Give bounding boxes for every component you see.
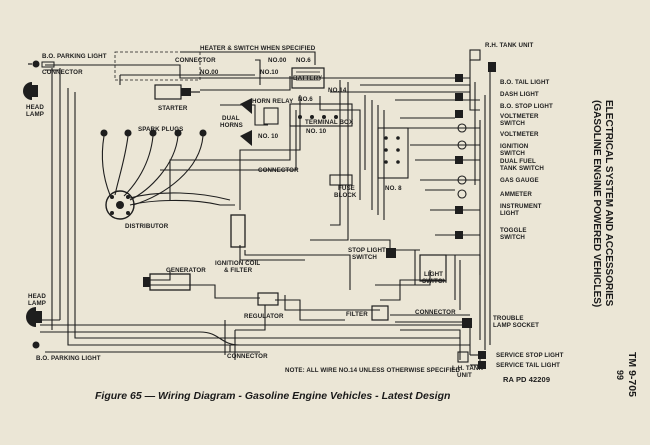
filter xyxy=(371,305,389,321)
label-ammeter: AMMETER xyxy=(500,191,532,198)
head-lamp-top xyxy=(23,82,38,100)
label-bo-parking-top: B.O. PARKING LIGHT xyxy=(42,53,107,60)
bo-parking-light-top xyxy=(28,60,40,68)
light-switch xyxy=(419,254,447,282)
side-page-number: 99 xyxy=(615,370,625,381)
label-no10-top: NO.10 xyxy=(260,69,279,76)
wiring-harness xyxy=(40,51,491,366)
side-tm-number: TM 9-705 xyxy=(626,352,638,397)
label-no6-mid: NO.6 xyxy=(298,96,313,103)
label-trouble-b: LAMP SOCKET xyxy=(493,322,539,329)
label-stop-light-b: SWITCH xyxy=(352,254,377,261)
label-no00-a: NO.00 xyxy=(268,57,287,64)
label-head-lamp-top-b: LAMP xyxy=(26,111,44,118)
label-head-lamp-bot-a: HEAD xyxy=(28,293,46,300)
label-note: NOTE: ALL WIRE NO.14 UNLESS OTHERWISE SP… xyxy=(285,367,461,374)
figure-caption: Figure 65 — Wiring Diagram - Gasoline En… xyxy=(95,390,451,402)
label-dual-fuel-a: DUAL FUEL xyxy=(500,158,536,165)
label-instrument-a: INSTRUMENT xyxy=(500,203,542,210)
label-instrument-b: LIGHT xyxy=(500,210,519,217)
label-no00-b: NO.00 xyxy=(200,69,219,76)
dual-horns xyxy=(240,98,252,146)
label-voltmeter: VOLTMETER xyxy=(500,131,539,138)
terminal-box xyxy=(289,103,353,127)
label-connector-right: CONNECTOR xyxy=(415,309,456,316)
label-fuse-a: FUSE xyxy=(338,185,355,192)
label-rh-tank: R.H. TANK UNIT xyxy=(485,42,533,49)
label-terminal-box: TERMINAL BOX xyxy=(305,119,354,126)
label-dash: DASH LIGHT xyxy=(500,91,539,98)
heater-switch-box xyxy=(114,51,201,81)
label-lh-tank-b: UNIT xyxy=(457,372,472,379)
junction-block xyxy=(377,127,409,179)
head-lamp-bottom xyxy=(26,307,42,327)
ignition-coil xyxy=(230,214,246,248)
stop-light-switch xyxy=(386,248,396,258)
label-no8: NO. 8 xyxy=(385,185,402,192)
fuse-block xyxy=(329,174,353,186)
label-distributor: DISTRIBUTOR xyxy=(125,223,169,230)
label-connector-bottom: CONNECTOR xyxy=(227,353,268,360)
label-horn-relay: HORN RELAY xyxy=(252,98,294,105)
label-service-tail: SERVICE TAIL LIGHT xyxy=(496,362,560,369)
label-dual-a: DUAL xyxy=(222,115,240,122)
label-connector-top-left: CONNECTOR xyxy=(42,69,83,76)
label-toggle-a: TOGGLE xyxy=(500,227,527,234)
label-connector-top: CONNECTOR xyxy=(175,57,216,64)
bo-parking-light-bottom xyxy=(32,341,40,349)
side-title-line1: ELECTRICAL SYSTEM AND ACCESSORIES xyxy=(603,100,614,307)
connector-top-left xyxy=(41,61,55,68)
label-no10-mid: NO. 10 xyxy=(306,128,327,135)
label-dual-fuel-b: TANK SWITCH xyxy=(500,165,544,172)
label-head-lamp-bot-b: LAMP xyxy=(28,300,46,307)
right-side-components xyxy=(455,62,496,369)
label-heater-switch: HEATER & SWITCH WHEN SPECIFIED xyxy=(200,45,316,52)
label-bo-parking-bot: B.O. PARKING LIGHT xyxy=(36,355,101,362)
label-lh-tank-a: L.H. TANK xyxy=(452,365,483,372)
label-light-switch-a: LIGHT xyxy=(424,271,443,278)
label-battery: BATTERY xyxy=(293,75,323,82)
label-connector-mid: CONNECTOR xyxy=(258,167,299,174)
label-generator: GENERATOR xyxy=(166,267,206,274)
label-head-lamp-top-a: HEAD xyxy=(26,104,44,111)
lh-tank-unit xyxy=(457,351,469,363)
label-no6-top: NO.6 xyxy=(296,57,311,64)
label-ignition-coil-b: & FILTER xyxy=(224,267,253,274)
label-regulator: REGULATOR xyxy=(244,313,284,320)
label-ignition-sw-b: SWITCH xyxy=(500,150,525,157)
spark-plugs xyxy=(100,129,207,206)
label-gas-gauge: GAS GAUGE xyxy=(500,177,539,184)
distributor xyxy=(105,190,135,220)
side-title: ELECTRICAL SYSTEM AND ACCESSORIES (GASOL… xyxy=(590,100,614,307)
label-light-switch-b: SWITCH xyxy=(422,278,447,285)
label-bo-stop: B.O. STOP LIGHT xyxy=(500,103,553,110)
label-spark-plugs: SPARK PLUGS xyxy=(138,126,183,133)
label-ra-code: RA PD 42209 xyxy=(503,375,550,384)
label-fuse-b: BLOCK xyxy=(334,192,357,199)
label-bo-tail: B.O. TAIL LIGHT xyxy=(500,79,550,86)
regulator xyxy=(257,292,279,306)
label-service-stop: SERVICE STOP LIGHT xyxy=(496,352,564,359)
label-no14: NO.14 xyxy=(328,87,347,94)
label-ignition-coil-a: IGNITION COIL xyxy=(215,260,260,267)
starter-motor xyxy=(154,84,200,100)
label-no10-low: NO. 10 xyxy=(258,133,279,140)
label-filter: FILTER xyxy=(346,311,368,318)
label-ignition-sw-a: IGNITION xyxy=(500,143,529,150)
component-labels: HEATER & SWITCH WHEN SPECIFIED R.H. TANK… xyxy=(26,42,564,384)
label-trouble-a: TROUBLE xyxy=(493,315,524,322)
label-voltmeter-sw-b: SWITCH xyxy=(500,120,525,127)
battery xyxy=(291,67,325,89)
label-dual-b: HORNS xyxy=(220,122,243,129)
horn-relay xyxy=(263,107,279,125)
label-starter: STARTER xyxy=(158,105,188,112)
rh-tank-unit xyxy=(469,49,481,61)
label-voltmeter-sw-a: VOLTMETER xyxy=(500,113,539,120)
label-toggle-b: SWITCH xyxy=(500,234,525,241)
side-title-line2: (GASOLINE ENGINE POWERED VEHICLES) xyxy=(591,100,602,308)
generator xyxy=(143,273,191,291)
label-stop-light-a: STOP LIGHT xyxy=(348,247,386,254)
